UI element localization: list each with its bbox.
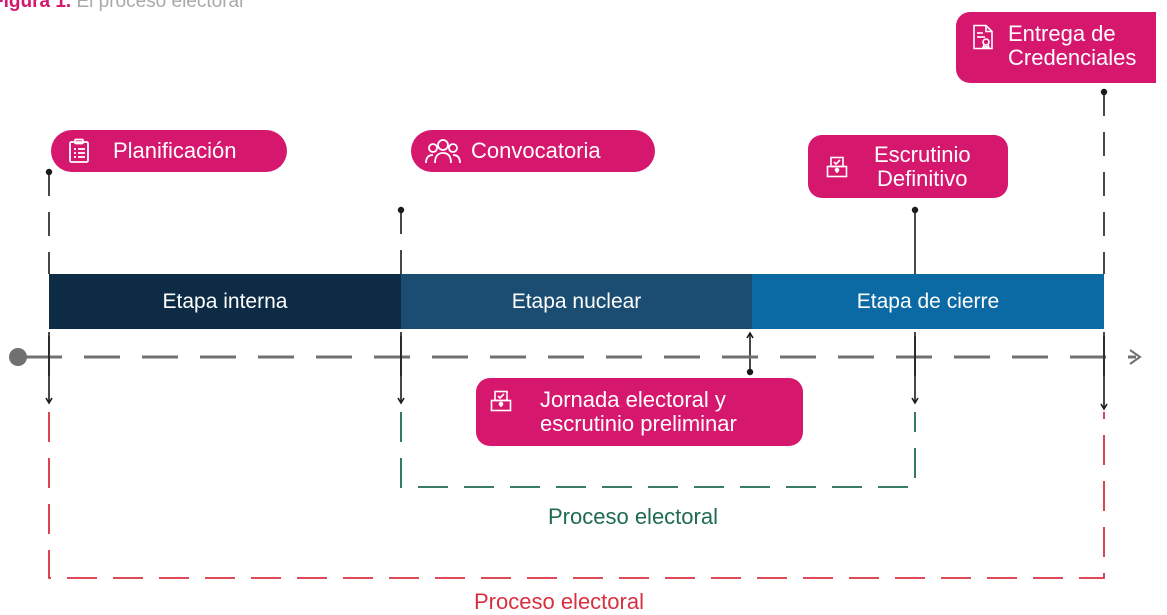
figure-caption-label: Figura 1. — [0, 0, 72, 12]
milestone-entrega-line2: Credenciales — [1008, 45, 1137, 70]
milestone-jornada-line2: escrutinio preliminar — [540, 411, 737, 436]
stage-label-cierre: Etapa de cierre — [856, 289, 1000, 313]
arrowhead-up-jornada — [746, 331, 754, 339]
people-group-icon — [425, 137, 461, 165]
arrowhead-down-4 — [1100, 403, 1108, 411]
milestone-entrega-line1: Entrega de — [1008, 21, 1116, 46]
milestone-convocatoria-label: Convocatoria — [471, 138, 601, 163]
dot-jornada — [746, 368, 754, 376]
arrowhead-down-3 — [911, 397, 919, 405]
figure-caption: Figura 1. El proceso electoral — [0, 0, 243, 13]
figure-caption-title: El proceso electoral — [76, 0, 244, 12]
dot-escrutinio-definitivo — [911, 206, 919, 214]
dot-planificacion — [45, 168, 53, 176]
timeline-start-dot — [9, 348, 27, 366]
bracket-outer-label: Proceso electoral — [474, 589, 644, 614]
milestone-jornada-line1: Jornada electoral y — [540, 387, 726, 412]
milestone-escrutinio-line1: Escrutinio — [874, 141, 971, 167]
stage-label-nuclear: Etapa nuclear — [511, 289, 642, 313]
bracket-inner-label: Proceso electoral — [548, 504, 718, 529]
dot-entrega-credenciales — [1100, 88, 1108, 96]
timeline-arrow — [9, 348, 1142, 366]
stage-bar-nuclear: Etapa nuclear — [401, 274, 752, 329]
arrowhead-down-1 — [45, 397, 53, 405]
ballot-box-icon — [490, 390, 512, 412]
ballot-box-icon — [826, 156, 848, 178]
bracket-inner — [400, 412, 916, 488]
milestone-entrega-credenciales: Entrega de Credenciales — [956, 12, 1156, 83]
stage-bar-cierre: Etapa de cierre — [752, 274, 1104, 329]
stage-bar-interna: Etapa interna — [49, 274, 401, 329]
milestone-planificacion: Planificación — [51, 130, 287, 172]
stage-label-interna: Etapa interna — [162, 289, 288, 313]
certificate-document-icon — [972, 24, 994, 50]
milestone-planificacion-label: Planificación — [113, 138, 237, 163]
bracket-outer — [48, 412, 1105, 579]
clipboard-list-icon — [67, 138, 91, 164]
timeline-arrowhead — [1129, 349, 1142, 365]
milestone-convocatoria: Convocatoria — [411, 130, 655, 172]
dot-convocatoria — [397, 206, 405, 214]
milestone-escrutinio-definitivo: Escrutinio Definitivo — [808, 135, 1008, 198]
milestone-jornada-electoral: Jornada electoral y escrutinio prelimina… — [476, 378, 803, 446]
arrowhead-down-2 — [397, 397, 405, 405]
milestone-escrutinio-line2: Definitivo — [877, 165, 968, 191]
